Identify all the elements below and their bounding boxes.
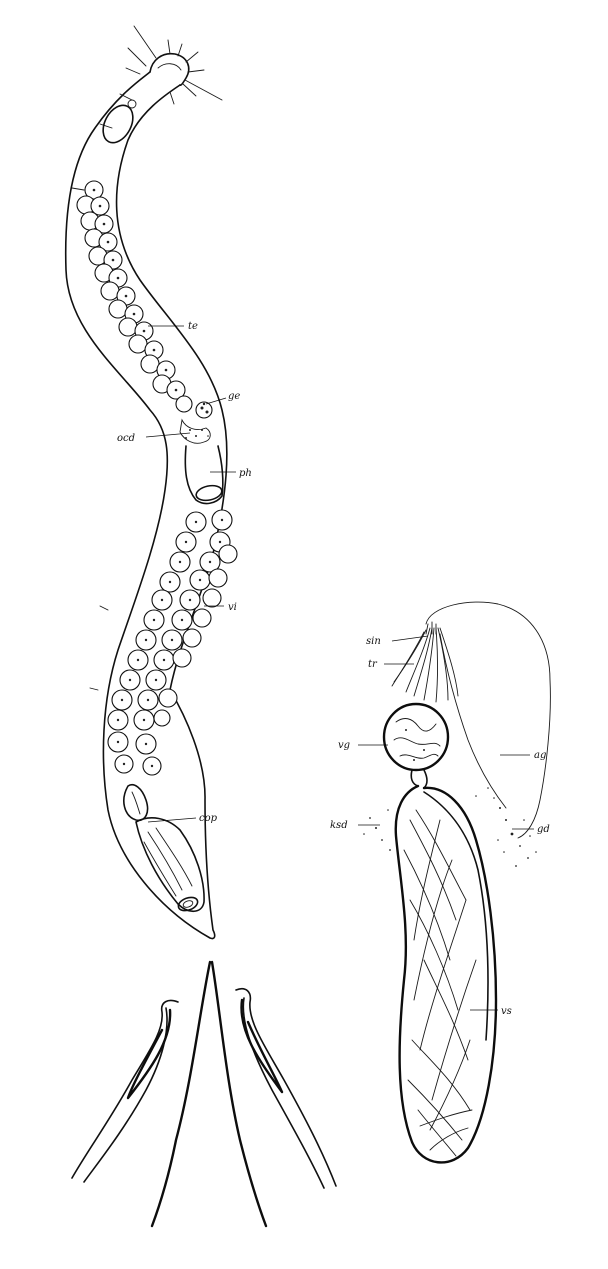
copulatory-organ — [123, 784, 205, 913]
label-vg: vg — [338, 740, 350, 751]
vitellaria — [107, 509, 238, 776]
labels: te ge ocd ph vi cop sin tr ag vg ksd gd … — [117, 321, 550, 1017]
oviduct-region — [179, 418, 211, 444]
label-ph: ph — [239, 468, 252, 479]
stylet-bundle — [391, 621, 459, 703]
left-hook-inner — [83, 1007, 168, 1183]
head-bristles — [71, 25, 223, 691]
central-stylet-right — [210, 960, 268, 1228]
germarium — [195, 401, 213, 419]
leader-ocd — [145, 432, 191, 438]
leader-sin — [391, 635, 429, 642]
label-ocd: ocd — [117, 433, 135, 444]
copulatory-sac-inner-wall — [423, 791, 489, 1041]
label-sin: sin — [366, 636, 381, 647]
label-ksd: ksd — [330, 820, 348, 831]
label-tr: tr — [368, 659, 378, 670]
ejaculatory-neck — [410, 769, 428, 789]
label-ge: ge — [228, 391, 240, 402]
anterior-vesicle-dot — [127, 99, 137, 109]
anterior-vesicle — [102, 104, 134, 144]
worm-drawing — [64, 25, 238, 940]
gland-speckles — [363, 787, 537, 867]
leader-ge — [205, 397, 227, 405]
worm-body-outline — [64, 71, 228, 940]
sac-fibres — [403, 809, 477, 1157]
leader-cop — [147, 817, 197, 823]
label-cop: cop — [199, 813, 218, 824]
label-gd: gd — [537, 824, 550, 835]
testis-follicles — [76, 180, 193, 413]
label-vs: vs — [501, 1006, 512, 1017]
accessory-gland-inner — [439, 633, 507, 809]
left-hook-outer — [71, 999, 179, 1179]
label-te: te — [188, 321, 198, 332]
pharynx — [184, 445, 224, 505]
left-hook-blade — [126, 1008, 172, 1100]
accessory-gland-outline — [425, 601, 551, 839]
right-hook-inner — [242, 997, 325, 1189]
seminal-vesicle — [382, 702, 450, 772]
worm-head-inner — [157, 63, 182, 71]
right-hook-blade — [240, 998, 284, 1094]
copulatory-apparatus-drawing — [358, 601, 551, 1164]
central-stylet — [150, 960, 212, 1228]
copulatory-sac-outline — [394, 784, 498, 1164]
right-hook-outer — [235, 987, 337, 1187]
label-vi: vi — [228, 602, 237, 613]
stylet-detail-drawing — [71, 960, 337, 1228]
label-ag: ag — [534, 750, 546, 761]
worm-head-tip — [149, 52, 190, 86]
